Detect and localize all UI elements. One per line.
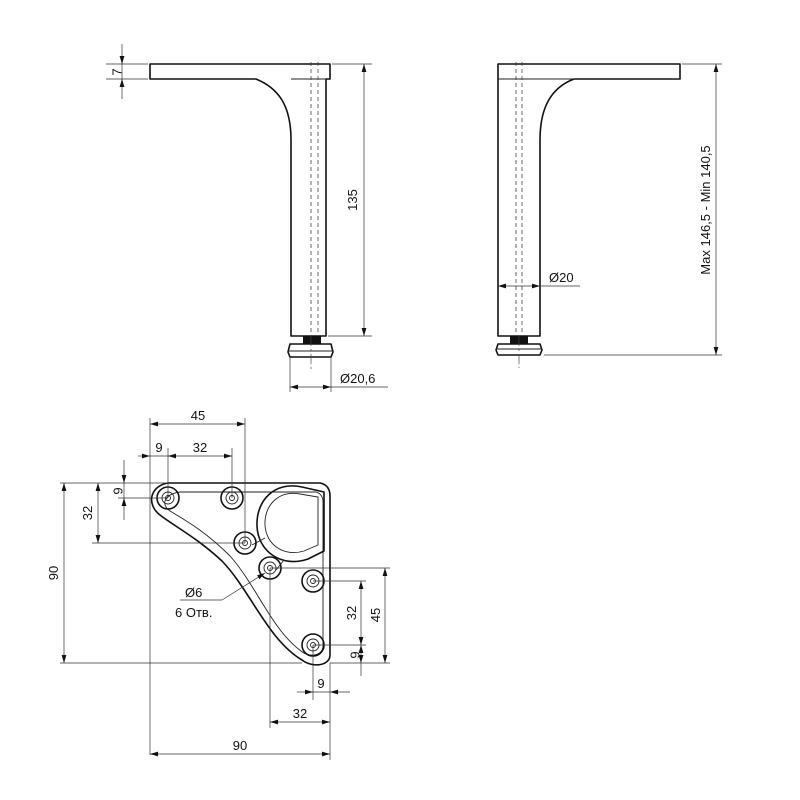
plan-view-rib-1: [251, 537, 266, 546]
dim-top-width: 45: [191, 408, 205, 423]
plan-view: 45 9 32 9 32 90 32 9 45 9 32: [46, 408, 390, 760]
dim-foot-diameter: Ø20,6: [340, 371, 375, 386]
hole-callout-leader: [221, 572, 266, 601]
side-view: 7 135 Ø20,6: [106, 44, 388, 392]
dim-left-hole-spacing: 32: [80, 506, 95, 520]
front-view-leg-outline: [497, 63, 681, 337]
dim-flange-thickness: 7: [109, 68, 124, 75]
dim-leg-height: 135: [345, 189, 360, 211]
dim-right-overall: 45: [368, 608, 383, 622]
dim-total-height: Max 146,5 - Min 140,5: [698, 145, 713, 274]
dim-bottom-overall: 90: [233, 738, 247, 753]
dim-top-edge-offset: 9: [155, 440, 162, 455]
dim-bottom-hole-spacing: 32: [293, 706, 307, 721]
dim-top-hole-spacing: 32: [193, 440, 207, 455]
dim-bottom-edge-offset: 9: [317, 676, 324, 691]
side-view-adjuster-screw: [303, 336, 321, 344]
plan-view-plate-groove: [164, 491, 324, 656]
front-view: Ø20 Max 146,5 - Min 140,5: [495, 62, 722, 368]
front-view-foot-glide: [495, 343, 543, 356]
dim-leg-diameter: Ø20: [549, 270, 574, 285]
dim-right-hole-spacing: 32: [344, 606, 359, 620]
plan-view-leg-boss: [256, 485, 325, 563]
hole-callout-diameter: Ø6: [185, 585, 202, 600]
side-view-leg-outline: [149, 63, 331, 337]
side-view-foot-glide: [287, 343, 334, 358]
plan-view-leg-boss-inner: [264, 492, 319, 553]
plan-view-plate-outline: [150, 482, 331, 666]
dim-left-edge-offset: 9: [110, 487, 125, 494]
dim-right-edge-offset: 9: [347, 651, 362, 658]
dim-left-overall: 90: [46, 566, 61, 580]
hole-callout-count: 6 Отв.: [175, 605, 212, 620]
